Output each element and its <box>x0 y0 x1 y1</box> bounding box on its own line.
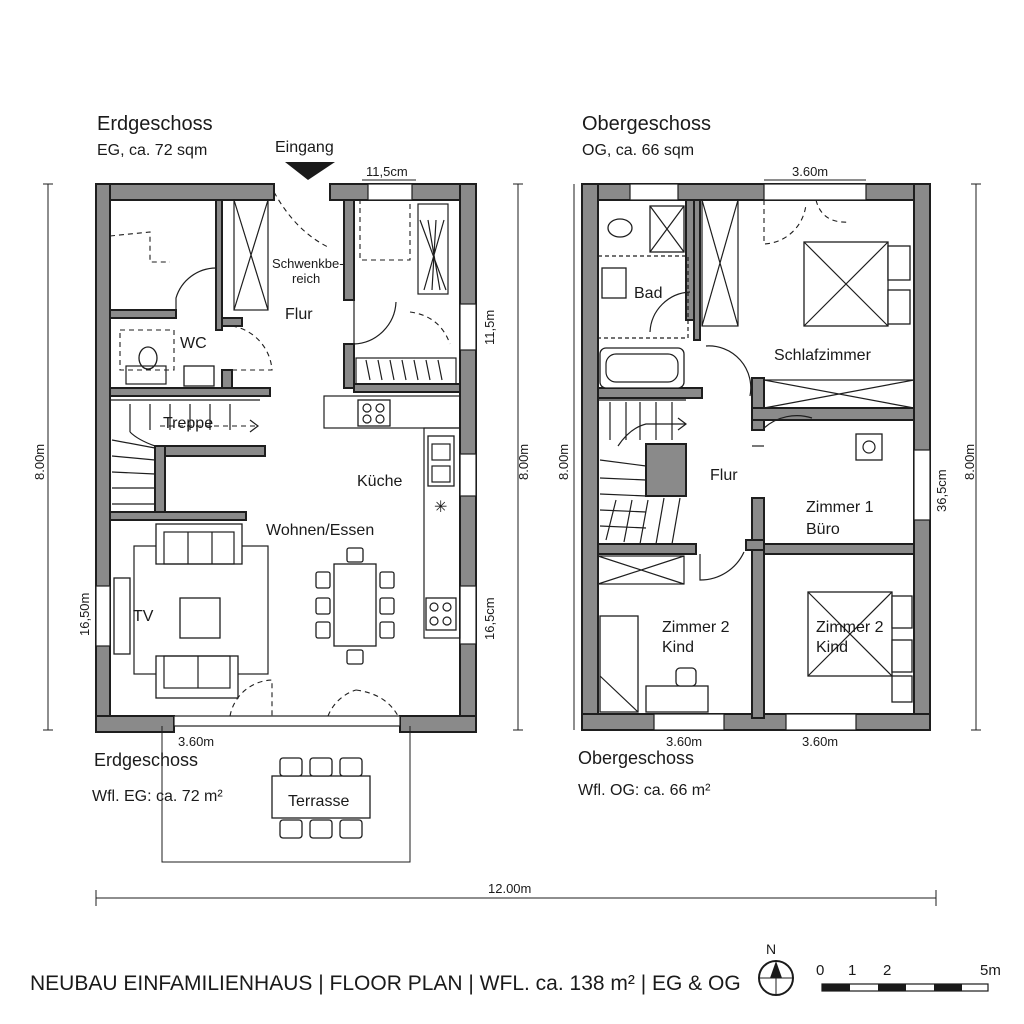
upper-floor-stairs <box>597 399 687 545</box>
ground-height-dim-right: 8.00m <box>516 444 531 480</box>
room-label-bedroom: Schlafzimmer <box>774 347 872 364</box>
room-label-room2a-line2: Kind <box>662 639 694 656</box>
entrance-label: Eingang <box>275 139 334 156</box>
room-label-room1-line2: Büro <box>806 521 840 538</box>
kitchen-counter-side <box>423 427 461 639</box>
ground-top-dim: 11,5cm <box>366 164 408 179</box>
upper-floor-footer-area: Wfl. OG: ca. 66 m² <box>578 782 711 799</box>
north-label: N <box>766 941 776 957</box>
room-label-hall-og: Flur <box>710 467 738 484</box>
scale-label-0: 0 <box>816 962 824 979</box>
overall-width-dimension <box>95 890 937 906</box>
room-label-room2b-line2: Kind <box>816 639 848 656</box>
room-label-hall-eg: Flur <box>285 306 313 323</box>
room-label-room2a-line1: Zimmer 2 <box>662 619 730 636</box>
upper-bottom-dim-right: 3.60m <box>802 734 838 749</box>
ground-floor-footer-area: Wfl. EG: ca. 72 m² <box>92 788 223 805</box>
kitchen-counter-top <box>323 395 461 429</box>
ground-floor-stairs <box>109 399 260 513</box>
room-label-living: Wohnen/Essen <box>266 522 374 539</box>
upper-floor-dimensions <box>573 179 981 731</box>
coffee-table-icon <box>179 597 221 639</box>
office-chair-icon <box>855 433 883 461</box>
swing-area-label-1: Schwenkbe- <box>272 256 344 271</box>
ground-floor-doors <box>109 191 451 717</box>
bathtub-icon <box>599 347 685 389</box>
room-label-wc: WC <box>180 335 207 352</box>
ground-floor-dimensions <box>43 179 523 731</box>
sofa-top-icon <box>155 523 243 565</box>
overall-width-label: 12.00m <box>488 881 531 896</box>
upper-toilet-icon <box>607 218 633 238</box>
bedroom-wardrobe-icon <box>763 379 915 409</box>
svg-text:✳: ✳ <box>434 499 447 516</box>
upper-right-dim: 36,5cm <box>934 469 949 512</box>
wardrobe-icon <box>233 199 269 311</box>
shoe-rack-icon <box>355 357 457 385</box>
ground-floor-area: EG, ca. 72 sqm <box>97 142 207 159</box>
sofa-bottom-icon <box>155 655 239 699</box>
scale-label-5m: 5m <box>980 962 1001 979</box>
closet-icon <box>417 203 449 295</box>
room-label-kitchen: Küche <box>357 473 402 490</box>
room-label-terrace: Terrasse <box>288 793 349 810</box>
single-bed-icon-a <box>599 615 639 713</box>
upper-height-dim-left: 8.00m <box>556 444 571 480</box>
ground-floor-interior-walls <box>109 199 461 521</box>
upper-bottom-dim-left: 3.60m <box>666 734 702 749</box>
upper-floor-windows <box>629 183 931 731</box>
room-label-stairs-eg: Treppe <box>163 415 213 432</box>
entrance-arrow-icon <box>285 162 335 180</box>
ground-floor-furniture: ✳ <box>109 199 461 863</box>
terrace-outline <box>161 726 411 863</box>
ground-height-dim-left: 8.00m <box>32 444 47 480</box>
room-label-room1-line1: Zimmer 1 <box>806 499 874 516</box>
room-label-tv: TV <box>133 608 154 625</box>
upper-top-dim: 3.60m <box>792 164 828 179</box>
ground-floor-title: Erdgeschoss <box>97 113 213 135</box>
ground-right-dim-upper: 11,5m <box>482 310 497 345</box>
upper-floor-doors <box>649 199 851 581</box>
bath-sink-icon <box>601 267 627 299</box>
cooktop-icon <box>357 399 391 427</box>
room-label-bath: Bad <box>634 285 662 302</box>
swing-area-label-2: reich <box>292 271 320 286</box>
scale-label-2: 2 <box>883 962 891 979</box>
upper-floor-title: Obergeschoss <box>582 113 711 135</box>
ground-left-dim: 16,50m <box>77 593 92 636</box>
upper-floor-area: OG, ca. 66 sqm <box>582 142 694 159</box>
wc-sink-icon <box>183 365 215 387</box>
oven-icon <box>425 597 457 631</box>
north-arrow-icon <box>758 960 794 996</box>
dining-table-icon <box>333 563 377 647</box>
footer-caption: NEUBAU EINFAMILIENHAUS | FLOOR PLAN | WF… <box>30 972 741 995</box>
scale-bar <box>821 983 989 992</box>
upper-floor-footer-title: Obergeschoss <box>578 748 694 768</box>
kid-wardrobe-icon <box>597 555 685 585</box>
kid-desk-icon <box>645 685 709 713</box>
ground-floor-footer-title: Erdgeschoss <box>94 750 198 770</box>
upper-floor-interior-walls <box>597 199 915 719</box>
scale-label-1: 1 <box>848 962 856 979</box>
upper-floor-furniture <box>597 199 915 713</box>
toilet-icon <box>138 346 158 370</box>
ground-floor-windows <box>95 183 477 727</box>
room-label-room2b-line1: Zimmer 2 <box>816 619 884 636</box>
ground-bottom-dim: 3.60m <box>178 734 214 749</box>
upper-height-dim-right: 8.00m <box>962 444 977 480</box>
tv-unit-icon <box>113 577 131 655</box>
bedroom-closet-icon <box>701 199 739 327</box>
ground-right-dim-lower: 16,5cm <box>482 597 497 640</box>
